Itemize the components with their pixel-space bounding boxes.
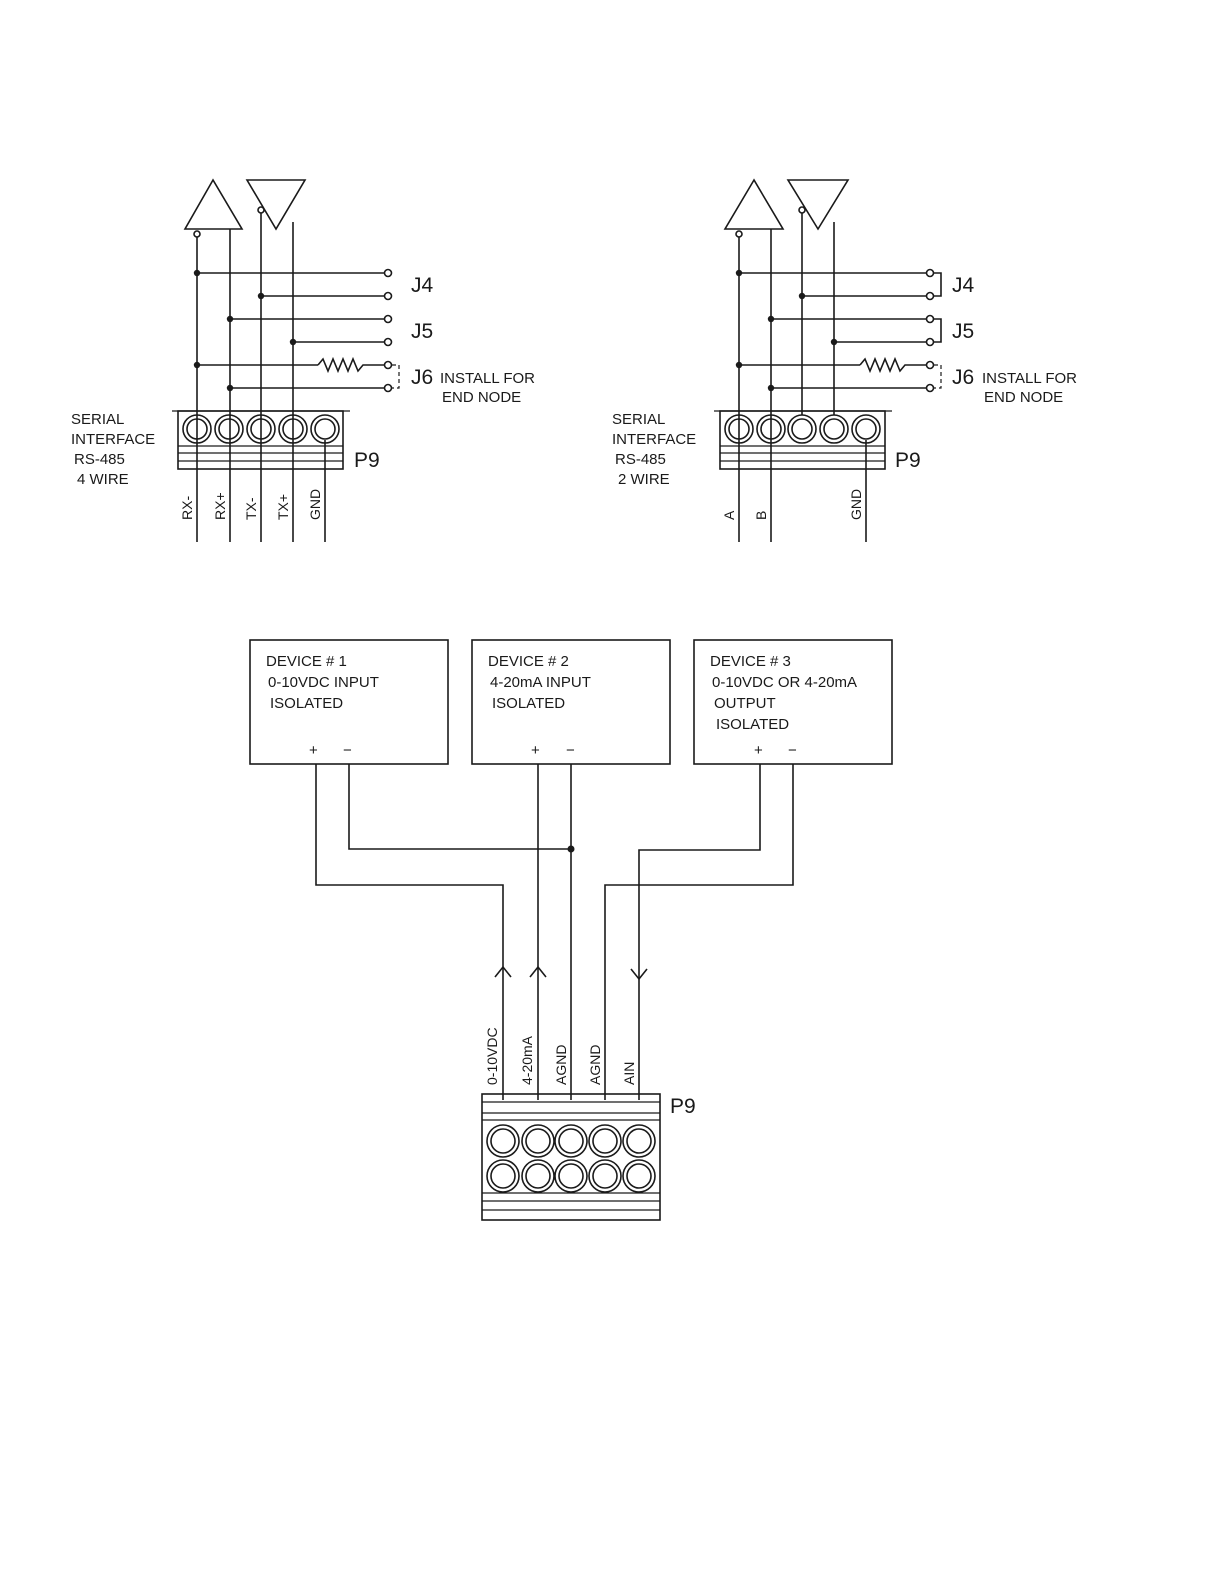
interface-label-line-1: SERIAL — [612, 411, 665, 428]
jumper-pin — [383, 383, 393, 393]
jumper-pin — [925, 268, 935, 278]
pin-label-agnd-1: AGND — [553, 1045, 569, 1085]
pin-label-a: A — [721, 510, 737, 520]
pin-label-tx-minus: TX- — [243, 497, 259, 520]
pin-label-0-10vdc: 0-10VDC — [484, 1027, 500, 1085]
device-2-line-2: 4-20mA INPUT — [490, 674, 591, 691]
arrow-up-icon — [529, 965, 547, 978]
jumper-pin — [383, 360, 393, 370]
jumper-label-j4: J4 — [411, 274, 434, 297]
terminal-block-p9-2wire — [714, 410, 892, 470]
device-1-plus: + — [309, 742, 318, 759]
device-2-plus: + — [531, 742, 540, 759]
arrow-down-icon — [630, 968, 648, 981]
jumper-pin — [383, 337, 393, 347]
jumper-pin — [925, 383, 935, 393]
interface-label-line-2: INTERFACE — [71, 431, 155, 448]
jumper-pin — [925, 337, 935, 347]
device-1-line-3: ISOLATED — [270, 695, 343, 712]
interface-label-line-4: 2 WIRE — [618, 471, 670, 488]
driver-triangle-symbol — [245, 179, 307, 231]
device-3-line-2: 0-10VDC OR 4-20mA — [712, 674, 857, 691]
install-note-line-2: END NODE — [442, 389, 521, 406]
jumper-pin — [383, 291, 393, 301]
receiver-triangle-symbol — [183, 178, 244, 230]
jumper-label-j4: J4 — [952, 274, 975, 297]
device-3-line-3: OUTPUT — [714, 695, 776, 712]
jumper-pin — [383, 268, 393, 278]
inverting-output-bubble — [257, 206, 265, 214]
inverting-input-bubble — [193, 230, 201, 238]
receiver-triangle-symbol — [723, 178, 785, 230]
interface-label-line-2: INTERFACE — [612, 431, 696, 448]
jumper-label-j5: J5 — [411, 320, 433, 343]
pin-label-rx-plus: RX+ — [212, 492, 228, 520]
terminal-block-p9-analog — [481, 1093, 661, 1221]
device-3-line-4: ISOLATED — [716, 716, 789, 733]
rs485-4wire-diagram: J4 J5 J6 INSTALL FOR END NODE P9 SERIAL … — [71, 178, 535, 542]
connector-label-p9: P9 — [354, 449, 380, 472]
jumper-label-j6: J6 — [411, 366, 433, 389]
rs485-2wire-diagram: J4 J5 J6 INSTALL FOR END NODE P9 SERIAL … — [612, 178, 1077, 542]
junction-dot — [567, 845, 575, 853]
device-2-minus: − — [566, 742, 575, 759]
device-1-minus: − — [343, 742, 352, 759]
interface-label-line-3: RS-485 — [74, 451, 125, 468]
jumper-pin — [925, 291, 935, 301]
pin-label-ain: AIN — [621, 1062, 637, 1085]
interface-label-line-1: SERIAL — [71, 411, 124, 428]
interface-label-line-3: RS-485 — [615, 451, 666, 468]
arrow-up-icon — [494, 965, 512, 978]
jumper-label-j5: J5 — [952, 320, 974, 343]
device-3-plus: + — [754, 742, 763, 759]
pin-label-gnd: GND — [307, 489, 323, 520]
pin-label-tx-plus: TX+ — [275, 494, 291, 520]
install-note-line-1: INSTALL FOR — [440, 370, 535, 387]
device-2-line-3: ISOLATED — [492, 695, 565, 712]
jumper-pin — [925, 314, 935, 324]
device-2-line-1: DEVICE # 2 — [488, 653, 569, 670]
wire-device3-plus-to-ain — [638, 764, 761, 1100]
inverting-output-bubble — [798, 206, 806, 214]
pin-label-gnd: GND — [848, 489, 864, 520]
connector-label-p9: P9 — [895, 449, 921, 472]
install-note-line-1: INSTALL FOR — [982, 370, 1077, 387]
analog-io-diagram: DEVICE # 1 0-10VDC INPUT ISOLATED DEVICE… — [249, 639, 893, 1221]
terminal-block-p9-4wire — [172, 410, 350, 470]
inverting-input-bubble — [735, 230, 743, 238]
device-3-minus: − — [788, 742, 797, 759]
device-1-line-1: DEVICE # 1 — [266, 653, 347, 670]
wire-device1-plus-to-0-10vdc — [315, 764, 504, 1100]
pin-label-rx-minus: RX- — [179, 496, 195, 520]
jumper-pin — [925, 360, 935, 370]
jumper-label-j6: J6 — [952, 366, 974, 389]
connector-label-p9: P9 — [670, 1095, 696, 1118]
device-1-line-2: 0-10VDC INPUT — [268, 674, 379, 691]
pin-label-agnd-2: AGND — [587, 1045, 603, 1085]
driver-triangle-symbol — [786, 179, 850, 231]
install-note-line-2: END NODE — [984, 389, 1063, 406]
wire-device3-minus-to-agnd — [604, 764, 794, 1100]
pin-label-b: B — [753, 511, 769, 520]
pin-label-4-20ma: 4-20mA — [519, 1035, 535, 1085]
interface-label-line-4: 4 WIRE — [77, 471, 129, 488]
jumper-pin — [383, 314, 393, 324]
device-3-line-1: DEVICE # 3 — [710, 653, 791, 670]
wire-device1-minus-to-common — [348, 764, 571, 850]
